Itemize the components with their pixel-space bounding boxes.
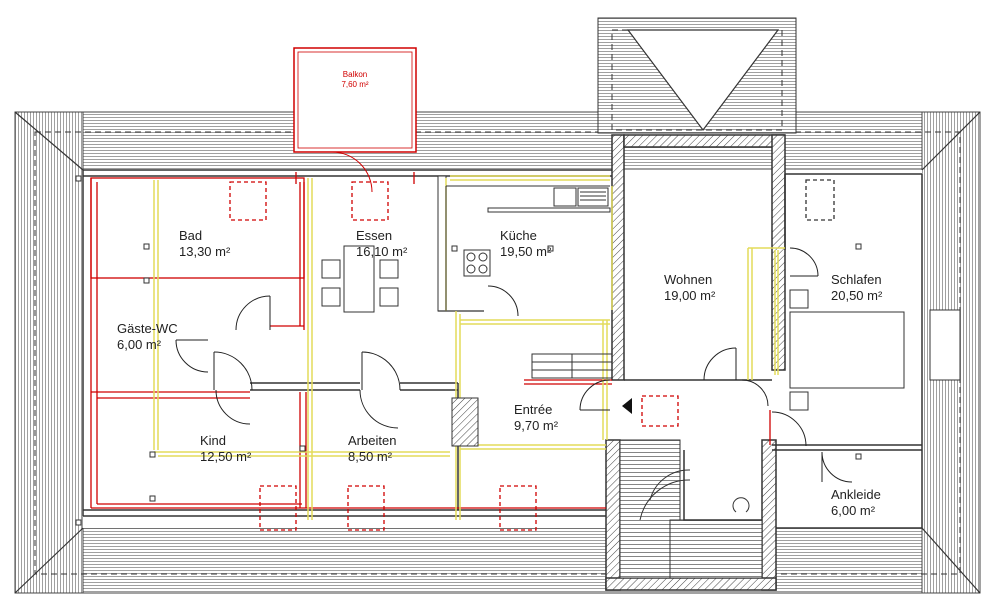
yellow-outlines [153, 175, 785, 520]
room-area: 8,50 m² [348, 449, 393, 464]
room-area: 19,50 m² [500, 244, 552, 259]
roof [14, 17, 981, 594]
kitchen-counter [445, 185, 611, 311]
room-label-wohnen: Wohnen 19,00 m² [664, 272, 715, 304]
room-area: 20,50 m² [831, 288, 883, 303]
room-area: 7,60 m² [341, 80, 369, 89]
room-name: Bad [179, 228, 203, 243]
balcony [293, 47, 417, 153]
staircase [619, 439, 763, 579]
room-name: Wohnen [664, 272, 713, 287]
room-label-gaeste-wc: Gäste-WC 6,00 m² [117, 321, 178, 353]
room-name: Schlafen [831, 272, 882, 287]
room-area: 19,00 m² [664, 288, 716, 303]
room-area: 6,00 m² [831, 503, 876, 518]
room-area: 12,50 m² [200, 449, 252, 464]
room-label-ankleide: Ankleide 6,00 m² [831, 487, 881, 519]
room-label-bad: Bad 13,30 m² [179, 228, 230, 260]
room-area: 9,70 m² [514, 418, 559, 433]
room-name: Balkon [342, 70, 368, 79]
room-name: Ankleide [831, 487, 881, 502]
room-label-arbeiten: Arbeiten 8,50 m² [348, 433, 396, 465]
room-label-schlafen: Schlafen 20,50 m² [831, 272, 882, 304]
room-name: Entrée [514, 402, 553, 417]
sideboard [451, 353, 613, 447]
room-name: Arbeiten [348, 433, 397, 448]
room-label-balkon: Balkon 7,60 m² [310, 70, 400, 90]
room-label-kind: Kind 12,50 m² [200, 433, 251, 465]
room-label-essen: Essen 16,10 m² [356, 228, 407, 260]
room-label-entree: Entrée 9,70 m² [514, 402, 558, 434]
bed [789, 289, 905, 411]
room-name: Essen [356, 228, 393, 243]
doors [175, 247, 853, 483]
red-outlines [90, 151, 835, 531]
entrance-arrow-icon [622, 398, 632, 414]
room-area: 6,00 m² [117, 337, 162, 352]
room-name: Küche [500, 228, 537, 243]
room-name: Gäste-WC [117, 321, 178, 336]
room-area: 13,30 m² [179, 244, 231, 259]
dining-table [321, 245, 399, 313]
room-area: 16,10 m² [356, 244, 408, 259]
room-label-kueche: Küche 19,50 m² [500, 228, 551, 260]
room-name: Kind [200, 433, 227, 448]
socket-markers [75, 175, 862, 526]
